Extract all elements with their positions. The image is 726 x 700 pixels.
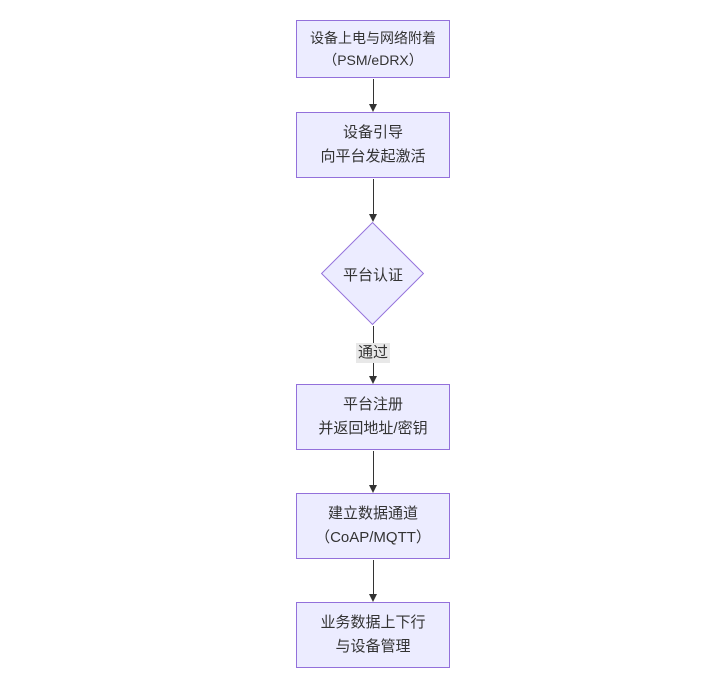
flow-node-power-attach: 设备上电与网络附着 （PSM/eDRX） bbox=[296, 20, 450, 78]
arrowhead-icon bbox=[369, 104, 377, 112]
flow-node-register: 平台注册 并返回地址/密钥 bbox=[296, 384, 450, 450]
node-label-line: （CoAP/MQTT） bbox=[315, 529, 431, 546]
arrowhead-icon bbox=[369, 485, 377, 493]
arrow-bootstrap-to-auth bbox=[369, 179, 377, 222]
node-label-line: 向平台发起激活 bbox=[320, 148, 426, 165]
flow-node-data-channel: 建立数据通道 （CoAP/MQTT） bbox=[296, 493, 450, 559]
node-label-line: 业务数据上下行 bbox=[320, 614, 426, 631]
arrow-line bbox=[372, 79, 374, 104]
arrow-register-to-channel bbox=[369, 451, 377, 493]
node-label-line: 设备引导 bbox=[342, 124, 403, 141]
edge-label-pass: 通过 bbox=[355, 343, 391, 363]
arrowhead-icon bbox=[369, 214, 377, 222]
arrow-channel-to-business bbox=[369, 560, 377, 602]
node-label-line: 与设备管理 bbox=[335, 638, 411, 655]
arrow-line bbox=[372, 560, 374, 594]
node-label-line: 设备上电与网络附着 bbox=[310, 30, 436, 46]
arrowhead-icon bbox=[369, 594, 377, 602]
arrow-line bbox=[372, 451, 374, 485]
arrow-power-to-bootstrap bbox=[369, 79, 377, 112]
node-label-line: 建立数据通道 bbox=[327, 505, 418, 522]
arrow-line bbox=[372, 179, 374, 214]
flow-node-business-data: 业务数据上下行 与设备管理 bbox=[296, 602, 450, 668]
node-label-line: 并返回地址/密钥 bbox=[318, 420, 428, 437]
flow-node-bootstrap: 设备引导 向平台发起激活 bbox=[296, 112, 450, 178]
arrowhead-icon bbox=[369, 376, 377, 384]
node-label-line: （PSM/eDRX） bbox=[323, 52, 423, 68]
flow-decision-platform-auth: 平台认证 bbox=[320, 221, 426, 326]
node-label-line: 平台注册 bbox=[342, 396, 403, 413]
node-label-line: 平台认证 bbox=[342, 266, 403, 284]
